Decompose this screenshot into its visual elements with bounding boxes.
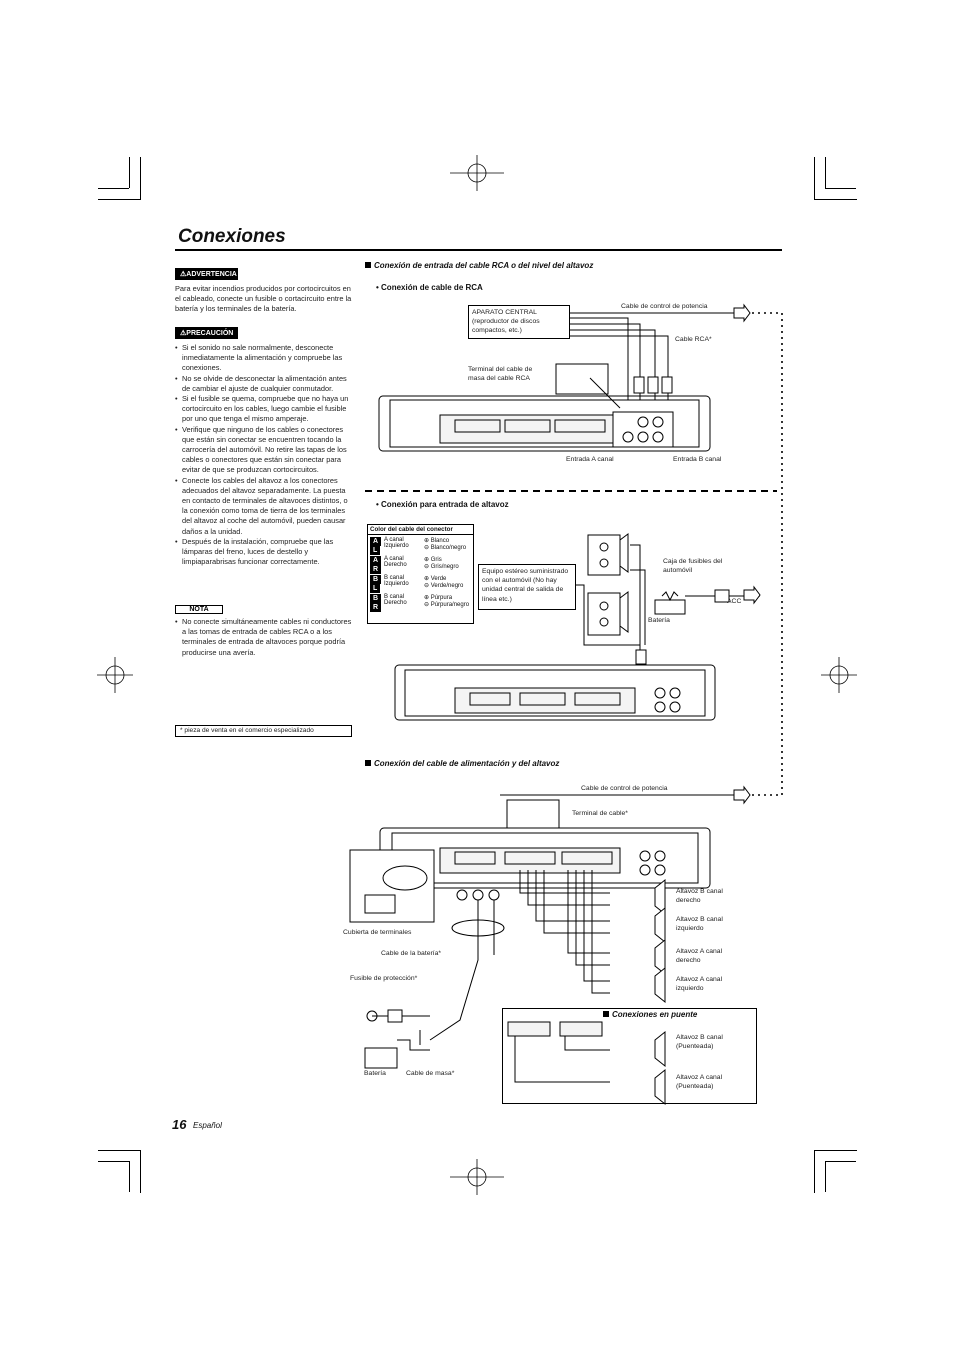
central-unit-box: APARATO CENTRAL (reproductor de discos c… (468, 305, 570, 339)
label-rca-cable: Cable RCA* (675, 336, 712, 343)
crop-mark (814, 1150, 815, 1193)
caution-block: ⚠PRECAUCIÓN Si el sonido no sale normalm… (175, 322, 355, 567)
label-ground-cable: Cable de masa* (406, 1070, 455, 1077)
label-cable-terminal: Terminal de cable* (572, 810, 628, 817)
warning-block: ⚠ADVERTENCIA Para evitar incendios produ… (175, 263, 355, 315)
caution-list: Si el sonido no sale normalmente, descon… (175, 343, 355, 567)
footnote: * pieza de venta en el comercio especial… (175, 725, 352, 737)
caution-item: Si el fusible se quema, compruebe que no… (175, 394, 355, 425)
label-speaker-b-left: Altavoz B canal izquierdo (676, 916, 723, 933)
label-bridge-b: Altavoz B canal (Puenteada) (676, 1034, 723, 1051)
page-number: 16 (172, 1117, 187, 1132)
label-speaker-b-right: Altavoz B canal derecho (676, 888, 723, 905)
section-heading-rca: Conexión de entrada del cable RCA o del … (365, 261, 593, 270)
note-item: No conecte simultáneamente cables ni con… (175, 617, 355, 658)
crop-mark (814, 1150, 857, 1151)
crop-mark (814, 157, 815, 200)
caution-item: Después de la instalación, compruebe que… (175, 537, 355, 568)
label-fuse: Fusible de protección* (350, 975, 418, 982)
label-battery-cable: Cable de la batería* (381, 950, 442, 957)
label-battery-1: Batería (648, 617, 670, 624)
title-rule (175, 249, 782, 251)
stereo-box: Equipo estéreo suministrado con el autom… (478, 564, 576, 610)
crop-mark (140, 157, 141, 200)
note-block: NOTA No conecte simultáneamente cables n… (175, 605, 355, 658)
subheading-rca: • Conexión de cable de RCA (376, 283, 483, 292)
label-input-b: Entrada B canal (673, 456, 722, 463)
crop-mark (98, 1150, 141, 1151)
label-acc: ACC (727, 598, 742, 605)
label-power-control: Cable de control de potencia (621, 303, 708, 310)
crop-mark (814, 199, 857, 200)
crop-mark (98, 1161, 129, 1162)
subheading-speaker-input: • Conexión para entrada de altavoz (376, 500, 509, 509)
page-language: Español (193, 1121, 222, 1130)
warning-text: Para evitar incendios producidos por cor… (175, 284, 352, 314)
crop-mark (825, 188, 856, 189)
label-speaker-a-right: Altavoz A canal derecho (676, 948, 723, 965)
label-terminal-cover: Cubierta de terminales (343, 929, 412, 936)
caution-item: Si el sonido no sale normalmente, descon… (175, 343, 355, 374)
crop-mark (825, 1161, 826, 1192)
crop-mark (129, 157, 130, 188)
crop-mark (140, 1150, 141, 1193)
bridge-heading: Conexiones en puente (603, 1010, 697, 1019)
note-list: No conecte simultáneamente cables ni con… (175, 617, 355, 658)
caution-item: Conecte los cables del altavoz a los con… (175, 476, 355, 537)
label-fuse-box: Caja de fusibles del automóvil (663, 558, 723, 575)
warning-badge: ⚠ADVERTENCIA (175, 268, 238, 280)
caution-item: Verifique que ninguno de los cables o co… (175, 425, 355, 476)
page-title: Conexiones (178, 226, 286, 247)
label-power-control-2: Cable de control de potencia (581, 785, 668, 792)
label-battery-2: Batería (364, 1070, 386, 1077)
label-input-a: Entrada A canal (566, 456, 614, 463)
color-table-title: Color del cable del conector (368, 525, 473, 535)
crop-mark (825, 1161, 856, 1162)
note-badge: NOTA (175, 605, 223, 614)
caution-badge: ⚠PRECAUCIÓN (175, 327, 238, 339)
label-ground-terminal: Terminal del cable de masa del cable RCA (468, 366, 533, 383)
label-bridge-a: Altavoz A canal (Puenteada) (676, 1074, 723, 1091)
label-speaker-a-left: Altavoz A canal izquierdo (676, 976, 723, 993)
crop-mark (825, 157, 826, 188)
crop-mark (98, 188, 129, 189)
crop-mark (98, 199, 141, 200)
section-heading-power: Conexión del cable de alimentación y del… (365, 759, 559, 768)
caution-item: No se olvide de desconectar la alimentac… (175, 374, 355, 394)
crop-mark (129, 1161, 130, 1192)
